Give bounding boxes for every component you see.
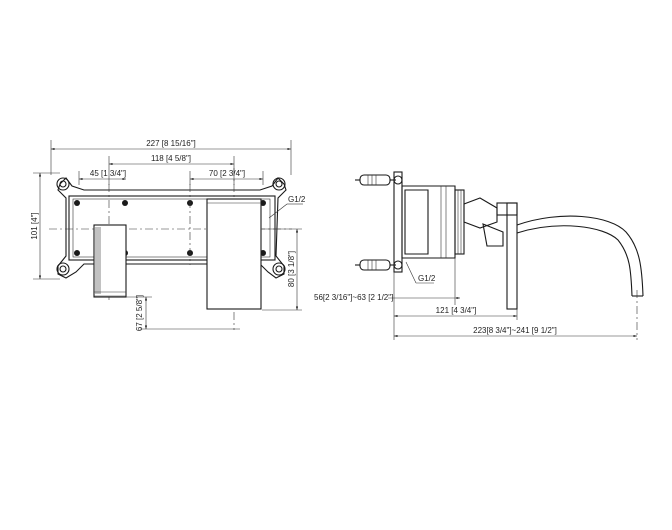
screw-hole-bottom-left (56, 262, 70, 276)
dim-label-hole-spacing: 118 [4 5/8"] (151, 154, 191, 163)
spout-body (206, 198, 262, 310)
screw-hole-top-right (272, 177, 286, 191)
dimension-left-offset: 45 [1 3/4"] (78, 169, 126, 185)
dim-label-wall-depth: 56[2 3/16"]~63 [2 1/2"] (314, 293, 393, 302)
side-view: G1/2 56[2 3/16"]~63 [2 1/2"] 121 [4 3/4"… (314, 171, 644, 340)
dimension-wall-depth: 56[2 3/16"]~63 [2 1/2"] (314, 258, 460, 340)
dimension-overall-width: 227 [8 15/16"] (50, 139, 292, 175)
side-lever (463, 197, 518, 247)
dim-label-left-offset: 45 [1 3/4"] (90, 169, 126, 178)
mounting-holes (56, 177, 286, 276)
thread-label-front: G1/2 (288, 195, 306, 204)
dimension-spout-body: 121 [4 3/4"] (394, 306, 518, 320)
dimension-spout-reach: 223[8 3/4"]~241 [9 1/2"] (394, 326, 637, 338)
thread-label-side: G1/2 (418, 274, 436, 283)
dim-label-handle-depth: 67 [2 5/8"] (135, 295, 144, 331)
wall-anchor-top (355, 174, 396, 186)
dimension-right-height: 80 [3 1/8"] (262, 228, 302, 311)
dimension-right-offset: 70 [2 3/4"] (189, 169, 264, 185)
dimension-height: 101 [4"] (30, 172, 60, 280)
dim-label-spout-body: 121 [4 3/4"] (436, 306, 477, 315)
screw-hole-top-left (56, 177, 70, 191)
wall-anchor-bottom (355, 259, 396, 271)
front-view: 227 [8 15/16"] 118 [4 5/8"] 45 [1 3/4"] … (30, 139, 306, 331)
thread-callout: G1/2 (268, 195, 306, 219)
dim-label-right-height: 80 [3 1/8"] (287, 251, 296, 287)
dim-label-height: 101 [4"] (30, 212, 39, 239)
spout-housing (506, 202, 518, 310)
valve-body (401, 185, 465, 259)
mixer-handle (93, 224, 127, 298)
dim-label-overall-width: 227 [8 15/16"] (146, 139, 196, 148)
dimension-handle-depth: 67 [2 5/8"] (126, 295, 240, 331)
side-thread-callout: G1/2 (405, 261, 436, 284)
screw-hole-bottom-right (272, 262, 286, 276)
dim-label-right-offset: 70 [2 3/4"] (209, 169, 245, 178)
dim-label-spout-reach: 223[8 3/4"]~241 [9 1/2"] (473, 326, 557, 335)
side-plate (393, 171, 403, 273)
curved-spout (516, 215, 644, 340)
